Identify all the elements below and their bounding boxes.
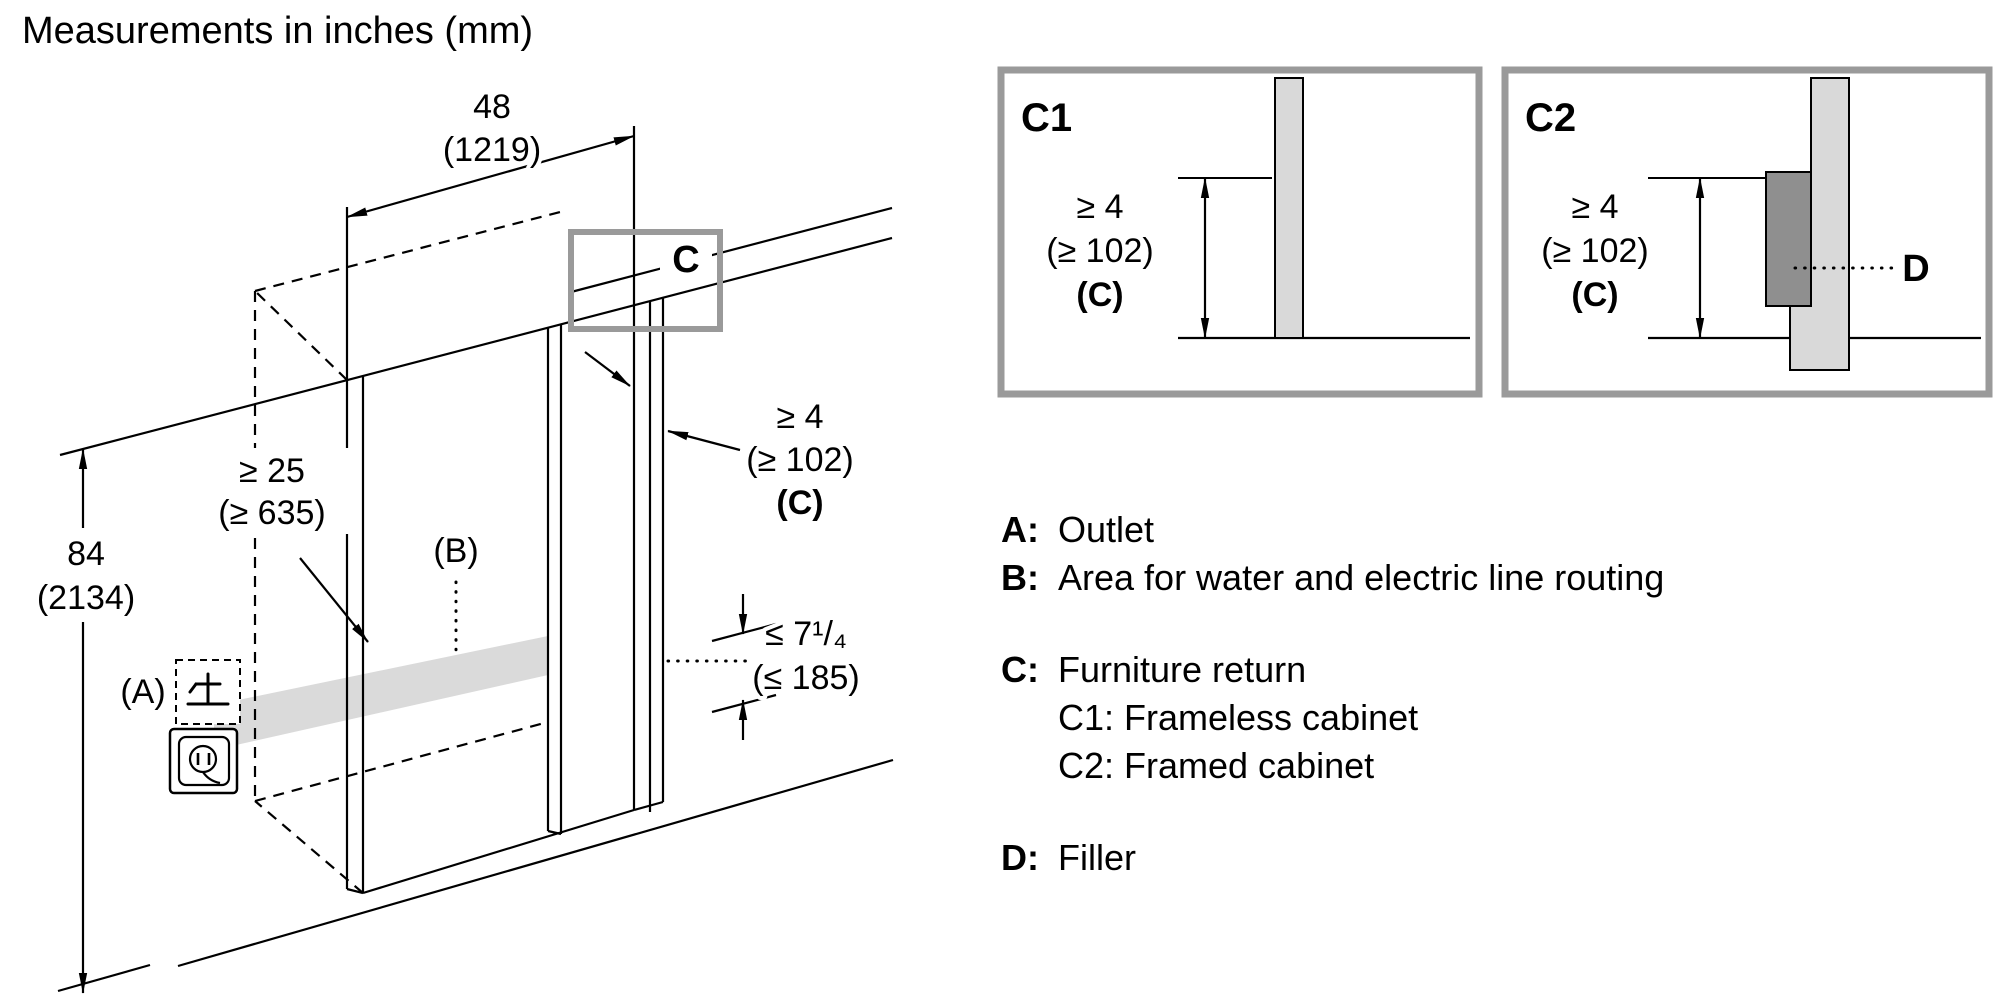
niche-front-panels <box>345 126 665 895</box>
niche-hidden-edges <box>253 210 561 894</box>
legend-item-b: B: Area for water and electric line routi… <box>1001 554 1664 602</box>
legend-key-d: D: <box>1001 837 1039 878</box>
legend-gap-2 <box>1001 790 1664 834</box>
bottom-back-edge <box>254 720 549 803</box>
faucet-icon <box>186 672 230 706</box>
top-left-depth-edge <box>254 290 348 381</box>
c2-title: C2 <box>1525 96 1576 140</box>
legend-text-a: Outlet <box>1058 509 1155 550</box>
outlet-plug-icon <box>177 735 231 787</box>
niche-bottom-front-edge <box>362 808 635 895</box>
wall-lines <box>57 206 894 993</box>
dimension-furniture-return: ≥ 4 (≥ 102) (C) <box>584 351 858 526</box>
b-label: (B) <box>433 532 478 570</box>
depth-label-underlay <box>196 448 354 534</box>
width-value: 48 <box>473 88 511 126</box>
c1-title: C1 <box>1021 96 1072 140</box>
dimension-niche-depth: ≥ 25 (≥ 635) <box>214 448 369 643</box>
c2-frame <box>1501 66 1993 398</box>
return-arrow-outer <box>667 429 741 452</box>
dimension-niche-height: 84 (2134) <box>33 448 139 994</box>
legend-text-c: Furniture return <box>1058 649 1307 690</box>
routing-value-mm: (≤ 185) <box>752 659 859 697</box>
c2-dim-value: ≥ 4 <box>1571 188 1618 226</box>
depth-value: ≥ 25 <box>239 452 305 490</box>
routing-value: ≤ 7¹/₄ <box>765 615 847 653</box>
c-label: C <box>672 239 699 281</box>
electrical-outlet-box <box>168 727 239 795</box>
legend-text-c2: C2: Framed cabinet <box>1058 745 1375 786</box>
legend-text-d: Filler <box>1058 837 1136 878</box>
detail-c2: C2 ≥ 4 (≥ 102) (C) D <box>1501 66 1993 398</box>
bottom-left-depth-edge <box>254 800 364 894</box>
width-value-mm: (1219) <box>443 131 541 169</box>
legend-text-b: Area for water and electric line routing <box>1058 557 1665 598</box>
floor-extension-tick <box>57 963 151 993</box>
c1-dim-value-mm: (≥ 102) <box>1046 232 1153 270</box>
depth-value-mm: (≥ 635) <box>218 494 325 532</box>
top-back-edge <box>254 210 561 293</box>
legend-item-c1: C1: Frameless cabinet <box>1001 694 1664 742</box>
return-ref: (C) <box>776 484 823 522</box>
return-arrow-inner <box>584 351 631 387</box>
dimension-routing-height: ≤ 7¹/₄ (≤ 185) <box>666 594 864 740</box>
legend-text-c1: C1: Frameless cabinet <box>1058 697 1419 738</box>
legend-key-b: B: <box>1001 557 1039 598</box>
routing-band <box>214 636 548 750</box>
c-callout-box <box>568 229 723 332</box>
detail-c1: C1 ≥ 4 (≥ 102) (C) <box>997 66 1483 398</box>
legend-item-c2: C2: Framed cabinet <box>1001 742 1664 790</box>
c1-frame <box>997 66 1483 398</box>
height-value: 84 <box>67 535 105 573</box>
page-title: Measurements in inches (mm) <box>22 10 534 52</box>
back-right-corner-bottom <box>547 829 562 836</box>
right-panel-bottom <box>633 800 664 812</box>
c1-dim-value: ≥ 4 <box>1076 188 1123 226</box>
legend-gap-1 <box>1001 602 1664 646</box>
c1-dim-ref: (C) <box>1076 276 1123 314</box>
c2-dim-ref: (C) <box>1571 276 1618 314</box>
return-value: ≥ 4 <box>776 398 823 436</box>
marker-b: (B) <box>429 528 483 654</box>
height-value-mm: (2134) <box>37 579 135 617</box>
c1-return-panel <box>1274 77 1304 339</box>
wall-top-back-line <box>570 206 893 294</box>
floor-line <box>177 758 894 968</box>
c-label-underlay <box>660 236 712 282</box>
dimension-niche-width: 48 (1219) <box>346 84 635 219</box>
wall-top-front-line <box>59 236 893 457</box>
width-dim-line <box>346 134 635 219</box>
legend-key-c: C: <box>1001 649 1039 690</box>
legend-item-d: D: Filler <box>1001 834 1664 882</box>
left-panel-bottom <box>346 887 364 895</box>
legend: A: Outlet B: Area for water and electric l… <box>1001 506 1664 882</box>
legend-key-a: A: <box>1001 509 1039 550</box>
marker-a: (A) <box>116 659 241 795</box>
legend-item-a: A: Outlet <box>1001 506 1664 554</box>
return-value-mm: (≥ 102) <box>746 441 853 479</box>
legend-item-c: C: Furniture return <box>1001 646 1664 694</box>
c2-filler-label: D <box>1902 248 1929 290</box>
c2-filler <box>1765 171 1812 307</box>
depth-arrow <box>299 557 369 643</box>
a-label: (A) <box>120 673 165 711</box>
c2-dim-value-mm: (≥ 102) <box>1541 232 1648 270</box>
marker-c: C <box>568 229 723 332</box>
